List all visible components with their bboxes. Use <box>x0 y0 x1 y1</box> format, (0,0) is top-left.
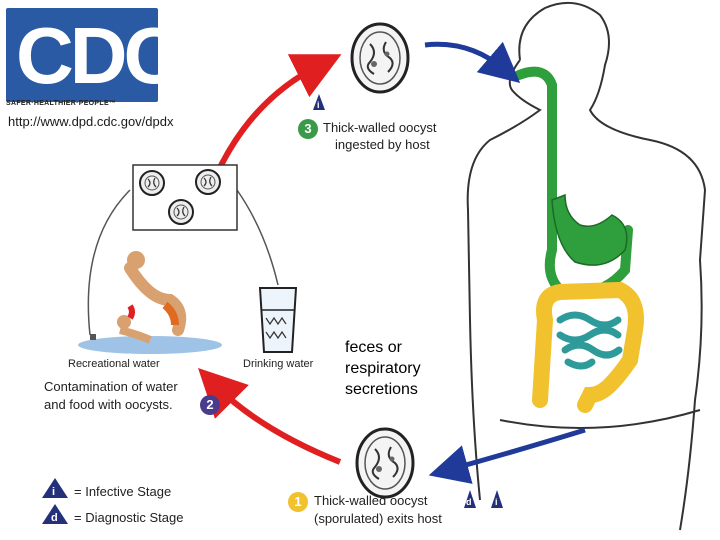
stomach-icon <box>551 193 628 266</box>
svg-text:d: d <box>466 497 472 507</box>
svg-text:i: i <box>317 100 320 110</box>
legend-diagnostic-icon: d <box>42 504 68 524</box>
cycle-arrow-upper <box>212 54 342 180</box>
small-intestine-icon <box>556 311 623 370</box>
step-2-label-line2: and food with oocysts. <box>44 397 173 412</box>
exit-route-line-1: feces or <box>345 339 402 356</box>
cycle-arrow-lower <box>198 368 342 465</box>
step-3-label-line1: Thick-walled oocyst <box>323 120 437 135</box>
infective-stage-icon-step3: i <box>313 94 325 110</box>
step-1-label-line2: (sporulated) exits host <box>314 511 442 526</box>
human-silhouette <box>466 1 707 531</box>
oocyst-ingested-icon <box>350 22 410 94</box>
exit-route-line-2: respiratory <box>345 360 421 377</box>
step-2-label-line1: Contamination of water <box>44 379 178 394</box>
step-2-badge: 2 <box>200 395 220 415</box>
legend-diagnostic-text: = Diagnostic Stage <box>74 510 184 525</box>
ingestion-arrow <box>424 41 521 84</box>
svg-text:i: i <box>495 497 498 507</box>
step-1-label-line1: Thick-walled oocyst <box>314 493 428 508</box>
svg-text:i: i <box>52 486 55 498</box>
drinking-water-glass-icon <box>258 287 298 353</box>
exit-route-label: feces or respiratory secretions <box>345 337 421 400</box>
dpdx-url: http://www.dpd.cdc.gov/dpdx <box>8 114 174 129</box>
step-3-label-line2: ingested by host <box>335 137 430 152</box>
cdc-tagline: SAFER·HEALTHIER·PEOPLE™ <box>6 100 117 107</box>
cdc-logo-letters: CDC <box>16 11 181 100</box>
infective-stage-icon-step1: i <box>491 490 503 508</box>
svg-text:d: d <box>51 512 58 524</box>
cdc-logo: CDC <box>6 8 181 102</box>
legend-infective-icon: i <box>42 478 68 498</box>
step-1-badge: 1 <box>288 492 308 512</box>
diagnostic-stage-icon-step1: d <box>464 490 476 508</box>
drinking-water-label: Drinking water <box>243 358 314 370</box>
recreational-water-label: Recreational water <box>68 358 160 370</box>
oocyst-exiting-icon <box>355 427 415 499</box>
legend-infective-text: = Infective Stage <box>74 484 172 499</box>
recreational-water-icon <box>78 251 222 354</box>
exit-route-line-3: secretions <box>345 381 418 398</box>
exit-arrow <box>428 427 586 484</box>
large-intestine-icon <box>532 281 644 413</box>
step-3-badge: 3 <box>298 119 318 139</box>
